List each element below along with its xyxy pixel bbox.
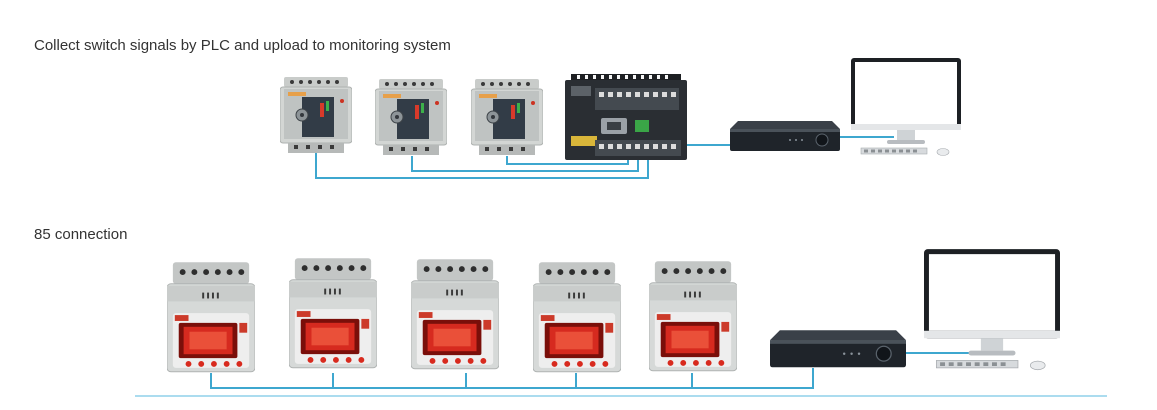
wire-relay-1 bbox=[315, 150, 649, 179]
plc-icon bbox=[565, 74, 687, 160]
section-title-485: 85 connection bbox=[34, 226, 128, 243]
din-meter-icon bbox=[649, 260, 737, 372]
din-meter-icon bbox=[411, 258, 499, 370]
wire-relay-3 bbox=[506, 156, 629, 165]
plc-wiring bbox=[315, 136, 894, 179]
wire-relay-2 bbox=[411, 156, 639, 172]
monitor-icon bbox=[851, 58, 961, 156]
bus-line bbox=[210, 368, 814, 389]
din-relay-icon bbox=[471, 79, 543, 156]
din-meter-icon bbox=[289, 257, 377, 369]
din-relay-icon bbox=[375, 79, 447, 156]
dvr-icon bbox=[770, 330, 906, 368]
dvr-icon bbox=[730, 121, 840, 152]
rs485-wiring bbox=[135, 352, 1107, 397]
din-relay-icon bbox=[280, 77, 352, 154]
section-title-plc: Collect switch signals by PLC and upload… bbox=[34, 37, 451, 54]
din-meter-icon bbox=[167, 261, 255, 373]
monitor-icon bbox=[924, 249, 1060, 371]
din-meter-icon bbox=[533, 261, 621, 373]
